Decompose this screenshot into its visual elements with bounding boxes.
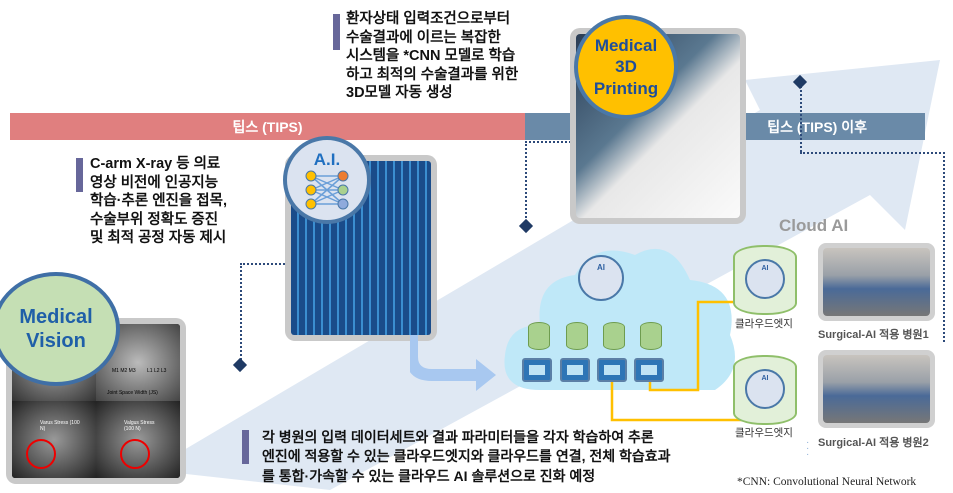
node-label: AI (761, 375, 769, 382)
note-line: 수술결과에 이르는 복잡한 (346, 29, 501, 46)
bottom-note: 각 병원의 입력 데이터세트와 결과 파라미터들을 각자 학습하여 추론 엔진에… (262, 428, 671, 486)
cloud-edge-label: 클라우드엣지 (735, 427, 793, 439)
neural-network-icon (305, 170, 349, 210)
connector-line (525, 141, 575, 226)
database-icon (566, 322, 588, 350)
note-line: 각 병원의 입력 데이터세트와 결과 파라미터들을 각자 학습하여 추론 (262, 429, 654, 445)
ai-badge: A.I. (283, 136, 371, 224)
cloud-edge-2: AI (733, 355, 797, 425)
cnn-footnote: *CNN: Convolutional Neural Network (737, 476, 917, 488)
hospital-2-photo (818, 350, 935, 428)
tips-label: 팁스 (TIPS) (232, 118, 303, 135)
note-line: 를 통합·가속할 수 있는 클라우드 AI 솔루션으로 진화 예정 (262, 467, 596, 484)
note-line: 영상 비전에 인공지능 (90, 174, 219, 191)
cloud-edge-1: AI (733, 245, 797, 315)
note-line: 3D모델 자동 생성 (346, 85, 453, 102)
note-line: 하고 최적의 수술결과를 위한 (346, 66, 519, 83)
xray-label: Valgus Stress (100 N) (124, 420, 155, 432)
node-label: AI (761, 265, 769, 272)
quote-bar (333, 14, 340, 50)
network-switch-icon (597, 358, 627, 382)
xray-label: M1 M2 M3 (112, 368, 136, 374)
tips-bar: 팁스 (TIPS) (10, 113, 525, 140)
network-switch-icon (634, 358, 664, 382)
network-switch-icon (560, 358, 590, 382)
medical-3d-printing-badge: Medical 3D Printing (574, 15, 678, 119)
database-icon (640, 322, 662, 350)
more-dots: ··· (806, 437, 810, 460)
cloud-edge-label: 클라우드엣지 (735, 318, 793, 330)
after-tips-label: 팁스 (TIPS) 이후 (767, 118, 867, 135)
badge-label: Medical Vision (19, 306, 93, 352)
hospital-2-label: Surgical-AI 적용 병원2 (818, 437, 929, 449)
quote-bar (242, 430, 249, 464)
edge-ai-node: AI (745, 369, 785, 409)
note-line: 엔진에 적용할 수 있는 클라우드엣지와 클라우드를 연결, 전체 학습효과 (262, 448, 671, 465)
badge-label: A.I. (313, 150, 341, 169)
network-switch-icon (522, 358, 552, 382)
cloud-shape (504, 248, 735, 390)
connector-line (240, 263, 285, 363)
database-icon (528, 322, 550, 350)
note-line: 학습·추론 엔진을 접목, (90, 193, 227, 210)
connector-line (800, 82, 802, 152)
hospital-1-label: Surgical-AI 적용 병원1 (818, 329, 929, 341)
note-line: 환자상태 입력조건으로부터 (346, 11, 511, 27)
database-icon (603, 322, 625, 350)
top-note: 환자상태 입력조건으로부터 수술결과에 이르는 복잡한 시스템을 *CNN 모델… (346, 10, 518, 103)
note-line: 수술부위 정확도 증진 (90, 211, 219, 228)
note-line: 및 최적 공정 자동 제시 (90, 230, 227, 247)
left-note: C-arm X-ray 등 의료 영상 비전에 인공지능 학습·추론 엔진을 접… (90, 155, 227, 248)
xray-label: Varus Stress (100 N) (40, 420, 80, 432)
badge-label: Medical 3D Printing (593, 36, 659, 98)
note-line: C-arm X-ray 등 의료 (90, 156, 221, 172)
quote-bar (76, 158, 83, 192)
edge-link-lines (610, 300, 750, 422)
cloud-ai-title: Cloud AI (779, 216, 849, 235)
xray-label: L1 L2 L3 (147, 368, 167, 374)
cloud-ai-node: AI (578, 255, 624, 301)
note-line: 시스템을 *CNN 모델로 학습 (346, 48, 516, 65)
node-label: AI (597, 263, 605, 272)
medical-vision-badge: Medical Vision (0, 272, 120, 386)
edge-ai-node: AI (745, 259, 785, 299)
xray-label: Joint Space Width (JS) (107, 390, 158, 396)
flow-arrow-icon (410, 335, 496, 391)
connector-line (800, 152, 945, 342)
hospital-1-photo (818, 243, 935, 321)
